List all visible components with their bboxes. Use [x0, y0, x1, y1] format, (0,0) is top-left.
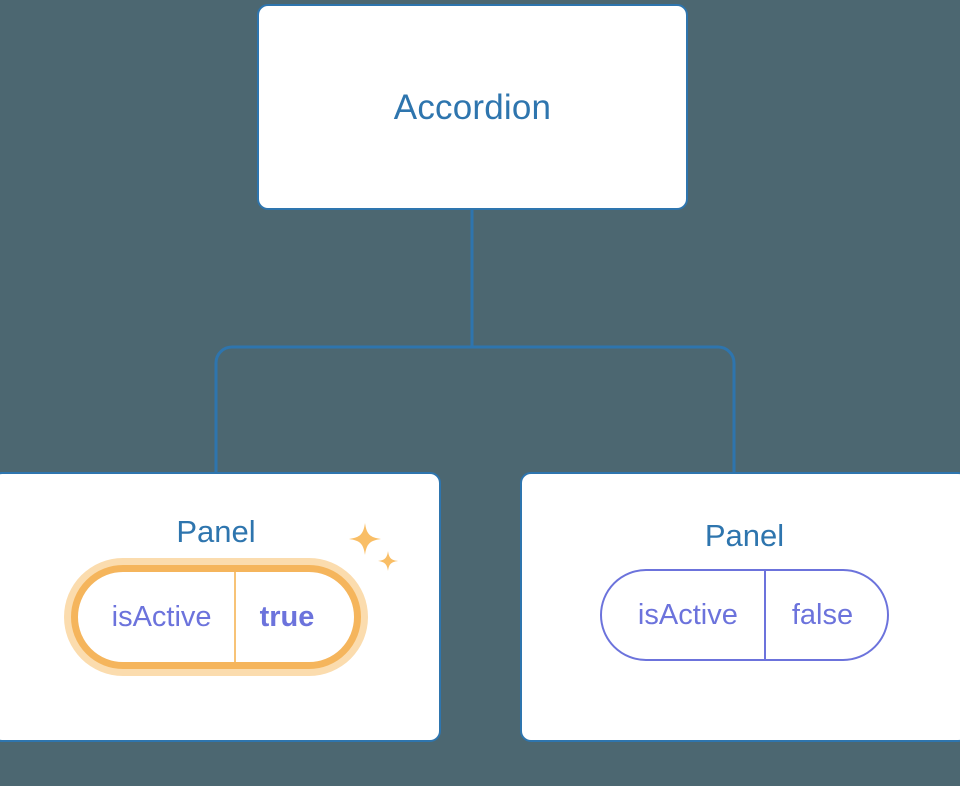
sparkles-icon	[349, 523, 399, 571]
diagram-canvas: Accordion Panel isActive true Panel	[0, 4, 960, 742]
prop-pill-isactive-false[interactable]: isActive false	[599, 569, 890, 661]
connector-branch-right	[472, 345, 736, 474]
prop-pill-isactive-true[interactable]: isActive true	[70, 565, 362, 669]
prop-value-label: false	[763, 571, 887, 659]
node-accordion[interactable]: Accordion	[257, 4, 688, 210]
node-panel-right-title: Panel	[704, 518, 785, 553]
prop-value-label: true	[233, 572, 355, 662]
node-panel-right[interactable]: Panel isActive false	[520, 472, 960, 742]
prop-key-label: isActive	[637, 598, 738, 631]
connector-branch-left	[214, 345, 472, 474]
node-accordion-title: Accordion	[393, 87, 552, 127]
node-panel-left[interactable]: Panel isActive true	[0, 472, 441, 742]
prop-pill-left-wrap: isActive true	[70, 523, 399, 669]
prop-pill-right-wrap: isActive false	[599, 569, 890, 661]
prop-key-label: isActive	[111, 600, 212, 633]
node-panel-left-title: Panel	[176, 514, 256, 549]
